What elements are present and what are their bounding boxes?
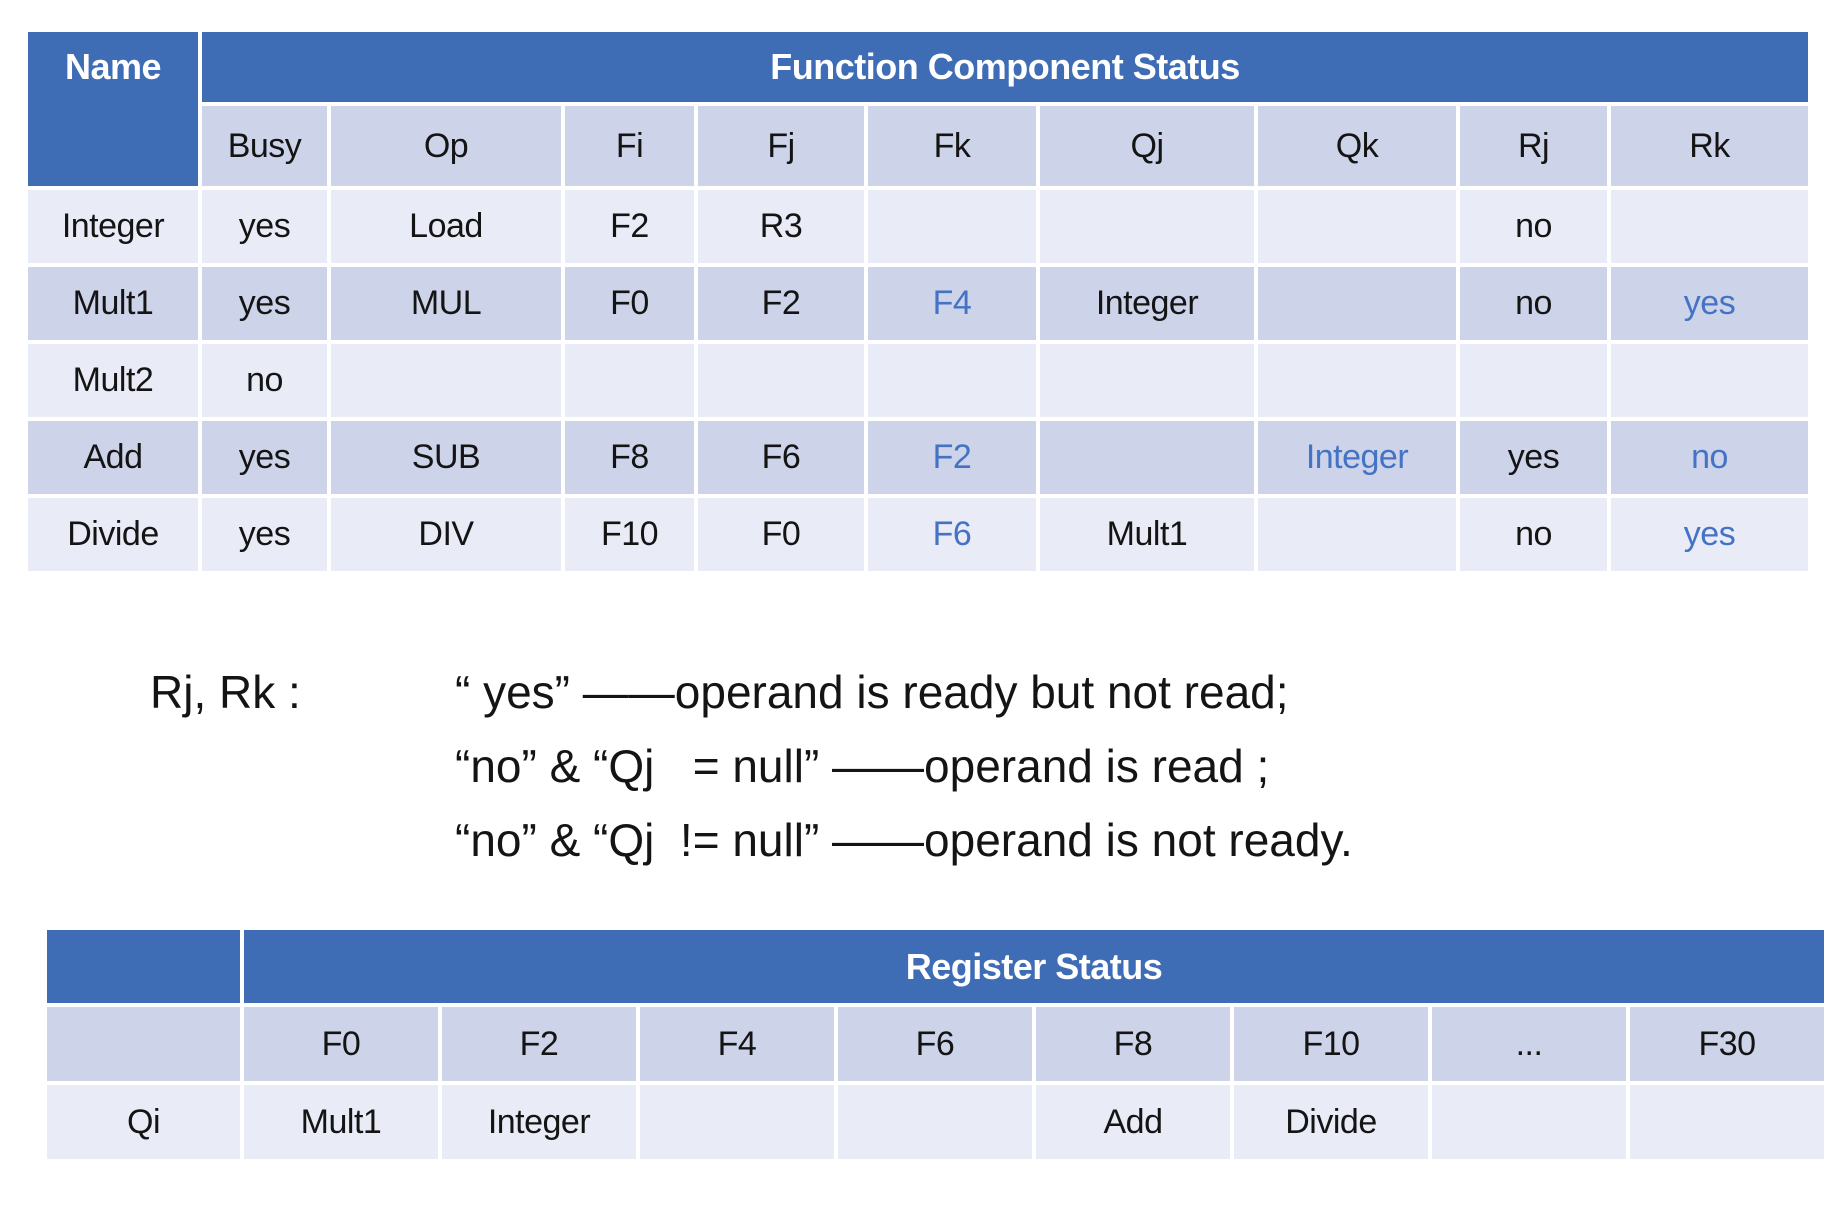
row-name-mult1: Mult1 — [28, 267, 198, 340]
cell-add-rj: yes — [1460, 421, 1607, 494]
cell-divide-fj: F0 — [698, 498, 864, 571]
cell-mult2-op — [331, 344, 561, 417]
legend-line-yes: “ yes” ——operand is ready but not read; — [455, 666, 1289, 718]
cell-integer-qj — [1040, 190, 1254, 263]
column-header-busy: Busy — [202, 106, 327, 186]
column-header-fi: Fi — [565, 106, 694, 186]
cell-divide-qj: Mult1 — [1040, 498, 1254, 571]
register-corner-cell — [47, 930, 240, 1003]
cell-mult2-rj — [1460, 344, 1607, 417]
cell-mult1-qk — [1258, 267, 1456, 340]
cell-integer-fi: F2 — [565, 190, 694, 263]
register-status-title: Register Status — [244, 930, 1824, 1003]
cell-integer-fj: R3 — [698, 190, 864, 263]
column-header-fj: Fj — [698, 106, 864, 186]
cell-mult1-fj: F2 — [698, 267, 864, 340]
cell-divide-fi: F10 — [565, 498, 694, 571]
qi-value-f2: Integer — [442, 1085, 636, 1159]
register-header-ellipsis: ... — [1432, 1007, 1626, 1081]
cell-mult2-rk — [1611, 344, 1808, 417]
cell-mult2-fi — [565, 344, 694, 417]
qi-value-f30 — [1630, 1085, 1824, 1159]
register-header-f0: F0 — [244, 1007, 438, 1081]
qi-value-f8: Add — [1036, 1085, 1230, 1159]
column-header-qj: Qj — [1040, 106, 1254, 186]
cell-divide-rj: no — [1460, 498, 1607, 571]
cell-integer-qk — [1258, 190, 1456, 263]
row-name-integer: Integer — [28, 190, 198, 263]
cell-mult1-busy: yes — [202, 267, 327, 340]
register-header-f30: F30 — [1630, 1007, 1824, 1081]
cell-divide-rk: yes — [1611, 498, 1808, 571]
row-name-mult2: Mult2 — [28, 344, 198, 417]
qi-value-f10: Divide — [1234, 1085, 1428, 1159]
qi-value-f6 — [838, 1085, 1032, 1159]
qi-value-f0: Mult1 — [244, 1085, 438, 1159]
cell-mult2-qk — [1258, 344, 1456, 417]
register-header-f10: F10 — [1234, 1007, 1428, 1081]
column-header-op: Op — [331, 106, 561, 186]
qi-value-ellipsis — [1432, 1085, 1626, 1159]
cell-integer-fk — [868, 190, 1036, 263]
cell-add-op: SUB — [331, 421, 561, 494]
register-header-f6: F6 — [838, 1007, 1032, 1081]
legend-label: Rj, Rk : — [150, 666, 301, 718]
cell-add-fj: F6 — [698, 421, 864, 494]
cell-integer-rk — [1611, 190, 1808, 263]
cell-add-fi: F8 — [565, 421, 694, 494]
cell-integer-rj: no — [1460, 190, 1607, 263]
register-header-f8: F8 — [1036, 1007, 1230, 1081]
cell-mult1-fk: F4 — [868, 267, 1036, 340]
cell-mult2-qj — [1040, 344, 1254, 417]
qi-row-label: Qi — [47, 1085, 240, 1159]
row-name-add: Add — [28, 421, 198, 494]
function-component-status-title: Function Component Status — [202, 32, 1808, 102]
column-header-qk: Qk — [1258, 106, 1456, 186]
cell-mult1-op: MUL — [331, 267, 561, 340]
register-header-f2: F2 — [442, 1007, 636, 1081]
cell-mult1-fi: F0 — [565, 267, 694, 340]
cell-mult1-rj: no — [1460, 267, 1607, 340]
cell-add-qk: Integer — [1258, 421, 1456, 494]
cell-mult1-rk: yes — [1611, 267, 1808, 340]
column-header-fk: Fk — [868, 106, 1036, 186]
name-column-header: Name — [28, 32, 198, 186]
cell-divide-busy: yes — [202, 498, 327, 571]
cell-add-qj — [1040, 421, 1254, 494]
row-name-divide: Divide — [28, 498, 198, 571]
cell-divide-fk: F6 — [868, 498, 1036, 571]
cell-add-fk: F2 — [868, 421, 1036, 494]
legend-lines: “ yes” ——operand is ready but not read; … — [455, 655, 1353, 877]
cell-mult2-fj — [698, 344, 864, 417]
column-header-rk: Rk — [1611, 106, 1808, 186]
cell-integer-op: Load — [331, 190, 561, 263]
column-header-rj: Rj — [1460, 106, 1607, 186]
cell-mult2-fk — [868, 344, 1036, 417]
register-subheader-corner — [47, 1007, 240, 1081]
cell-integer-busy: yes — [202, 190, 327, 263]
cell-divide-qk — [1258, 498, 1456, 571]
cell-mult1-qj: Integer — [1040, 267, 1254, 340]
qi-value-f4 — [640, 1085, 834, 1159]
cell-add-rk: no — [1611, 421, 1808, 494]
cell-mult2-busy: no — [202, 344, 327, 417]
legend-line-no-null: “no” & “Qj = null” ——operand is read ; — [455, 740, 1270, 792]
cell-divide-op: DIV — [331, 498, 561, 571]
register-header-f4: F4 — [640, 1007, 834, 1081]
cell-add-busy: yes — [202, 421, 327, 494]
rj-rk-legend: Rj, Rk : “ yes” ——operand is ready but n… — [150, 655, 1842, 877]
legend-line-no-not-null: “no” & “Qj != null” ——operand is not rea… — [455, 814, 1353, 866]
